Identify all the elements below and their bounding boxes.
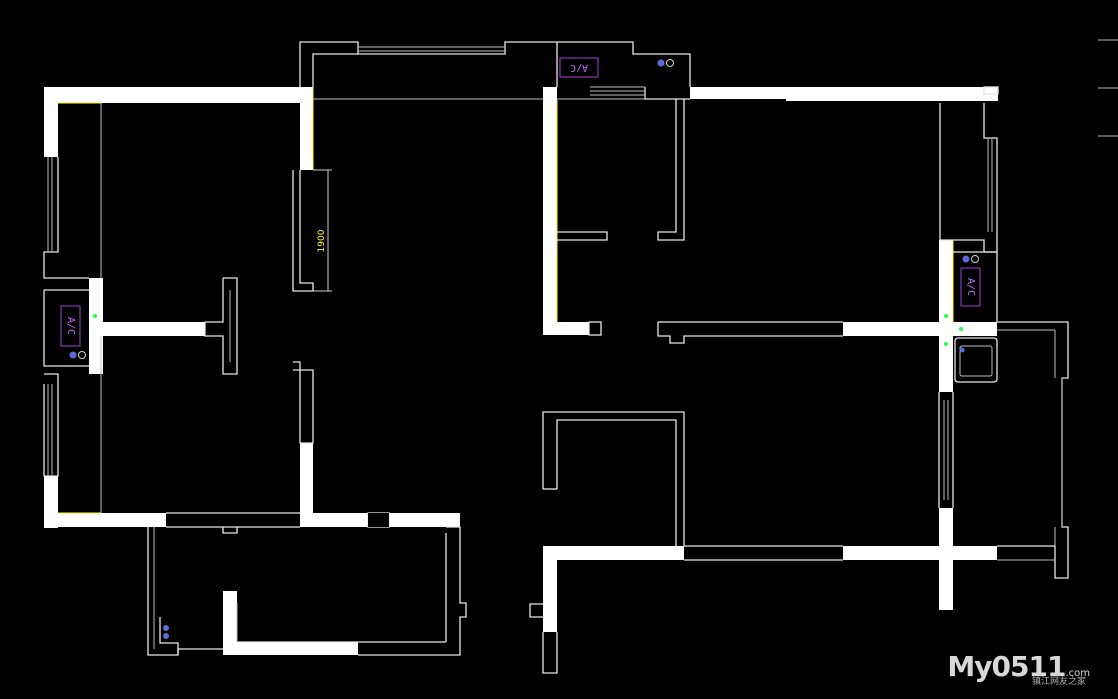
ac-unit-left: A/C bbox=[60, 305, 86, 359]
wall-balcony-bottom bbox=[223, 642, 358, 655]
watermark-logo: My0511.com bbox=[947, 653, 1090, 681]
balcony-fixtures bbox=[163, 347, 965, 639]
wall-bottom-center-vertical bbox=[543, 546, 557, 632]
wall-bottom-right bbox=[843, 546, 997, 560]
wall-partition-left bbox=[103, 322, 205, 336]
wall-balcony-pier bbox=[223, 591, 237, 655]
dimension-1900: 1900 bbox=[313, 169, 332, 292]
wall-inner-vertical-left bbox=[300, 87, 313, 170]
wall-edge-accents bbox=[58, 87, 954, 514]
wall-right-partition bbox=[843, 322, 997, 336]
dimension-label: 1900 bbox=[317, 229, 327, 252]
ac-label-left: A/C bbox=[65, 317, 76, 335]
ac-unit-top: A/C bbox=[559, 57, 674, 78]
wall-vertical-bottom bbox=[300, 443, 313, 527]
wall-left-upper bbox=[44, 87, 58, 157]
wall-bottom-center bbox=[543, 546, 684, 560]
wall-bottom-left bbox=[44, 513, 166, 527]
wall-left-mid-pier bbox=[89, 278, 103, 374]
ac-label-right: A/C bbox=[965, 278, 976, 296]
wall-top-left bbox=[44, 87, 312, 103]
ac-unit-right: A/C bbox=[960, 255, 981, 307]
watermark-subtitle: 镇江网友之家 bbox=[1031, 677, 1086, 687]
wall-top-right bbox=[786, 87, 998, 101]
outline-walls bbox=[43, 39, 1118, 674]
socket-markers bbox=[93, 314, 963, 346]
wall-top-mid bbox=[690, 87, 786, 99]
ac-label-top: A/C bbox=[570, 62, 588, 73]
walls bbox=[44, 87, 998, 655]
wall-central-vertical bbox=[543, 87, 557, 335]
watermark-domain: .com bbox=[1065, 668, 1090, 679]
wall-central-stub bbox=[543, 322, 589, 335]
watermark-brand: My0511 bbox=[947, 650, 1066, 683]
